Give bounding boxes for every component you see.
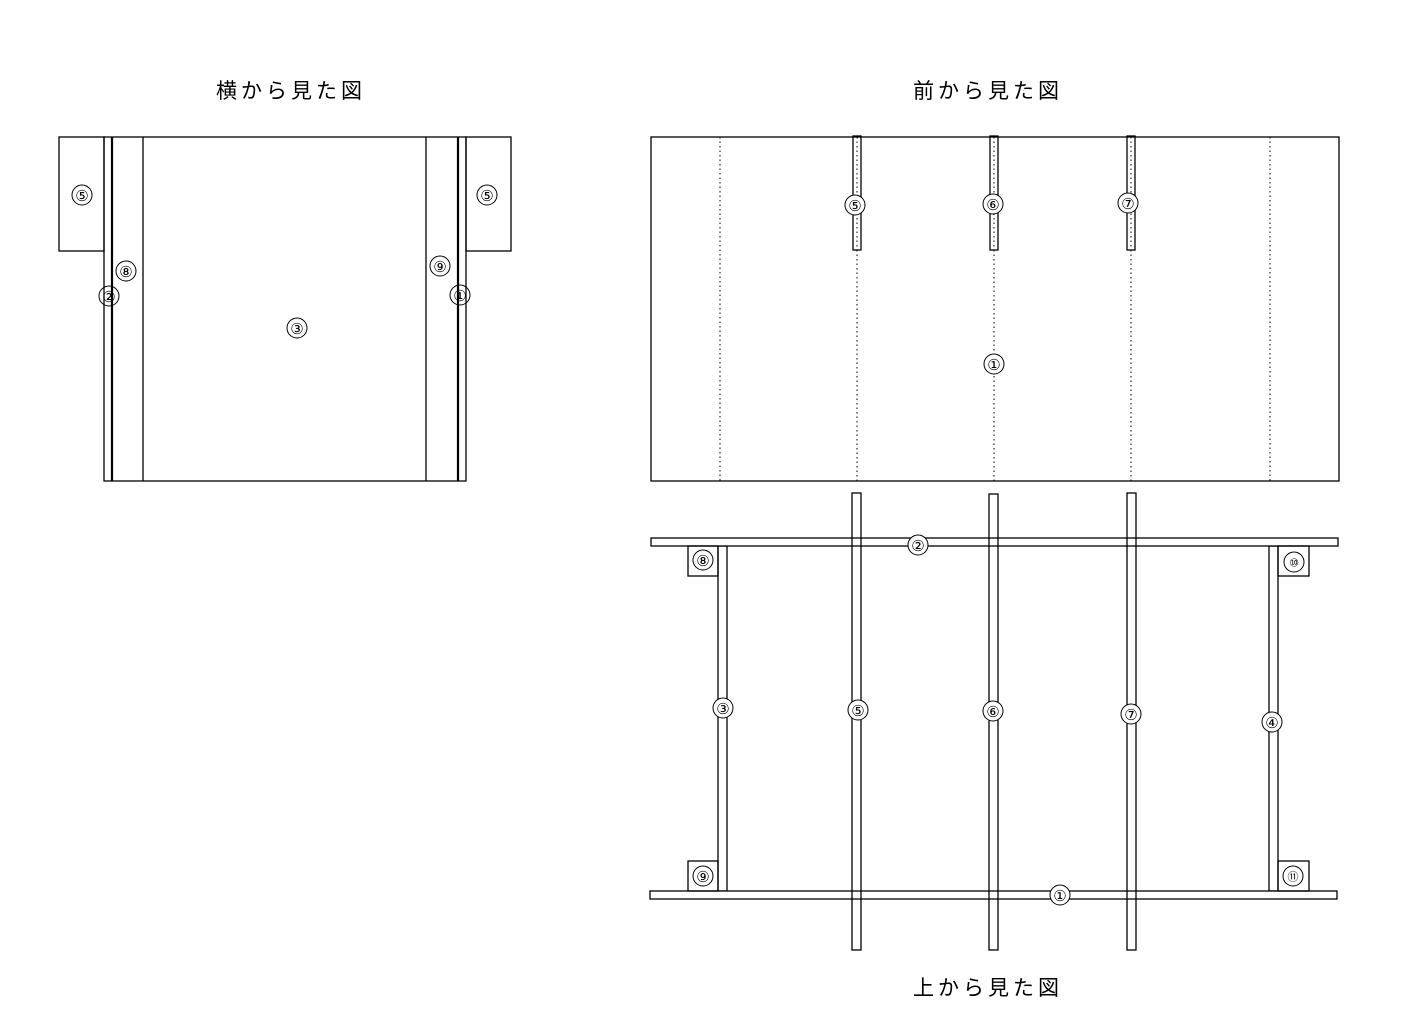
top-label-9: ⑨ xyxy=(692,865,714,887)
svg-text:①: ① xyxy=(453,287,466,305)
front-label-1: ① xyxy=(983,353,1005,375)
side-right-block xyxy=(465,136,512,252)
top-rail-1 xyxy=(649,890,1338,900)
svg-text:④: ④ xyxy=(1265,714,1278,732)
svg-text:③: ③ xyxy=(290,320,303,338)
top-label-4: ④ xyxy=(1261,711,1283,733)
svg-text:③: ③ xyxy=(716,700,729,718)
top-label-3: ③ xyxy=(712,697,734,719)
top-corner-block-11 xyxy=(1277,860,1310,892)
front-view-title: 前から見た図 xyxy=(913,79,1063,103)
front-view: 前から見た図 ⑤ ⑥ ⑦ ① xyxy=(650,79,1340,482)
svg-text:⑤: ⑤ xyxy=(75,187,88,205)
top-label-1: ① xyxy=(1049,884,1071,906)
svg-text:⑦: ⑦ xyxy=(1124,706,1137,724)
top-label-6: ⑥ xyxy=(982,700,1004,722)
side-view: 横から見た図 ⑤ ⑤ ⑧ ② ⑨ xyxy=(58,79,512,482)
top-label-7: ⑦ xyxy=(1120,703,1142,725)
top-label-11: ⑪ xyxy=(1282,865,1304,887)
side-left-block xyxy=(58,136,105,252)
front-label-5: ⑤ xyxy=(844,194,866,216)
top-slat-6 xyxy=(988,493,999,951)
svg-text:⑦: ⑦ xyxy=(1121,195,1134,213)
top-slat-5 xyxy=(851,492,862,951)
svg-text:⑤: ⑤ xyxy=(848,197,861,215)
svg-text:⑧: ⑧ xyxy=(119,263,132,281)
front-view-outer-frame xyxy=(650,136,1340,482)
top-view-title: 上から見た図 xyxy=(913,976,1063,1000)
side-label-9: ⑨ xyxy=(429,255,451,277)
top-label-10: ⑩ xyxy=(1283,551,1305,573)
side-view-title: 横から見た図 xyxy=(216,79,366,103)
top-corner-block-9 xyxy=(687,860,719,892)
svg-text:②: ② xyxy=(102,288,115,306)
top-post-3 xyxy=(717,545,728,892)
side-view-outer-frame xyxy=(103,136,467,482)
svg-text:⑥: ⑥ xyxy=(986,196,999,214)
side-label-1: ① xyxy=(449,284,471,306)
top-view: ② ① ⑧ ⑨ ⑩ ⑪ ③ ⑤ xyxy=(649,492,1339,1000)
svg-text:①: ① xyxy=(1053,887,1066,905)
side-label-8: ⑧ xyxy=(115,260,137,282)
svg-text:⑤: ⑤ xyxy=(851,702,864,720)
side-label-left-block: ⑤ xyxy=(71,184,93,206)
top-corner-block-10 xyxy=(1277,545,1310,577)
top-corner-block-8 xyxy=(687,545,719,577)
side-label-2: ② xyxy=(98,285,120,307)
svg-text:⑤: ⑤ xyxy=(480,187,493,205)
side-label-right-block: ⑤ xyxy=(476,184,498,206)
top-label-8: ⑧ xyxy=(692,549,714,571)
svg-text:⑪: ⑪ xyxy=(1288,871,1299,884)
svg-text:①: ① xyxy=(987,356,1000,374)
svg-text:⑧: ⑧ xyxy=(696,552,709,570)
top-label-5: ⑤ xyxy=(847,699,869,721)
svg-text:②: ② xyxy=(911,537,924,555)
svg-text:⑨: ⑨ xyxy=(433,258,446,276)
top-label-2: ② xyxy=(907,534,929,556)
front-label-6: ⑥ xyxy=(982,193,1004,215)
front-label-7: ⑦ xyxy=(1117,192,1139,214)
side-label-3: ③ xyxy=(286,317,308,339)
svg-text:⑩: ⑩ xyxy=(1289,557,1299,570)
svg-text:⑥: ⑥ xyxy=(986,703,999,721)
svg-text:⑨: ⑨ xyxy=(696,868,709,886)
top-rail-2 xyxy=(650,537,1339,547)
